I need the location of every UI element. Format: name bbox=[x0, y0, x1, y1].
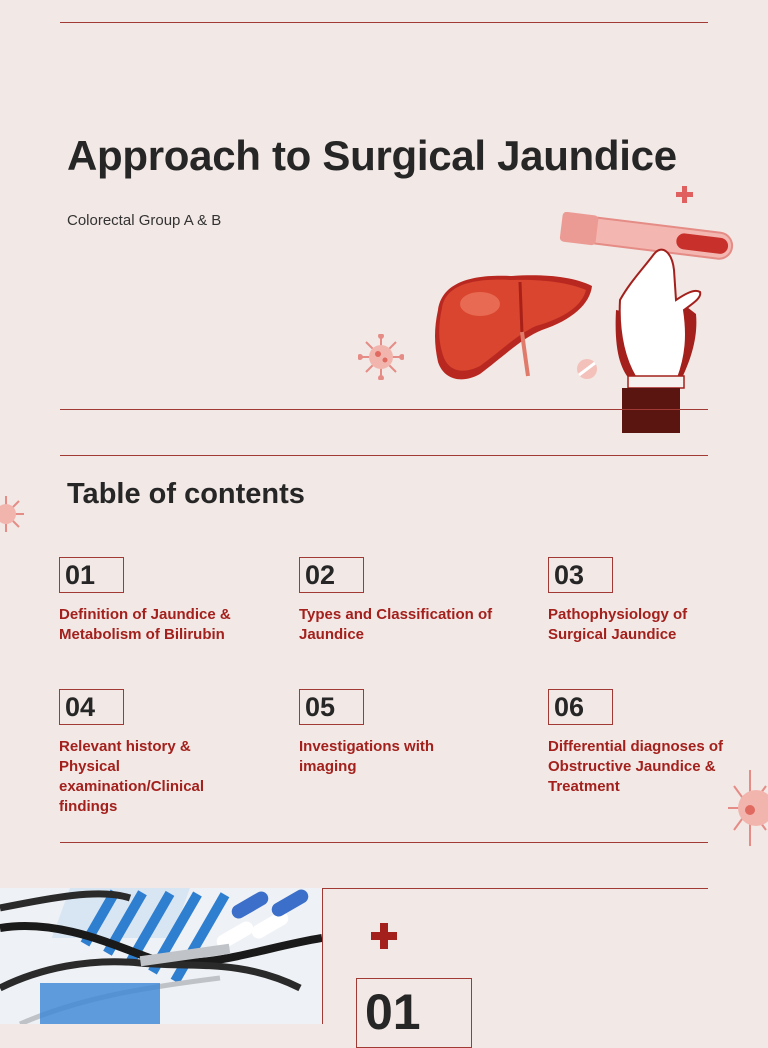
virus-icon bbox=[0, 496, 24, 532]
virus-icon bbox=[728, 770, 768, 846]
toc-item-label: Definition of Jaundice & Metabolism of B… bbox=[59, 606, 231, 643]
medical-cross-icon bbox=[676, 186, 693, 203]
liver-icon bbox=[435, 275, 592, 380]
toc-item-06[interactable]: 06 Differential diagnoses of Obstructive… bbox=[548, 689, 748, 797]
subtitle: Colorectal Group A & B bbox=[67, 212, 222, 229]
toc-item-02[interactable]: 02 Types and Classification of Jaundice bbox=[299, 557, 499, 645]
toc-heading: Table of contents bbox=[67, 478, 305, 510]
toc-item-03[interactable]: 03 Pathophysiology of Surgical Jaundice bbox=[548, 557, 748, 645]
toc-item-05[interactable]: 05 Investigations with imaging bbox=[299, 689, 499, 777]
toc-item-label: Differential diagnoses of Obstructive Ja… bbox=[548, 738, 724, 795]
slide1-bottom-divider bbox=[60, 409, 708, 410]
stethoscope-photo bbox=[0, 888, 322, 1024]
virus-icon bbox=[358, 334, 404, 380]
medical-cross-icon bbox=[371, 923, 397, 949]
slide2-bottom-divider bbox=[60, 842, 708, 843]
toc-item-label: Pathophysiology of Surgical Jaundice bbox=[548, 606, 688, 643]
section-number: 01 bbox=[356, 978, 472, 1048]
slide2-top-divider bbox=[60, 455, 708, 456]
toc-number: 01 bbox=[59, 557, 124, 593]
toc-number: 02 bbox=[299, 557, 364, 593]
toc-number: 06 bbox=[548, 689, 613, 725]
top-divider bbox=[60, 22, 708, 23]
pill-icon bbox=[577, 359, 597, 379]
page-title: Approach to Surgical Jaundice bbox=[67, 132, 677, 179]
slide3-top-divider bbox=[60, 888, 708, 889]
toc-number: 03 bbox=[548, 557, 613, 593]
test-tube-icon bbox=[559, 212, 734, 260]
toc-item-04[interactable]: 04 Relevant history & Physical examinati… bbox=[59, 689, 259, 817]
photo-separator bbox=[322, 888, 323, 1024]
toc-item-label: Relevant history & Physical examination/… bbox=[59, 738, 205, 815]
toc-item-label: Investigations with imaging bbox=[299, 738, 435, 775]
toc-number: 05 bbox=[299, 689, 364, 725]
gloved-hand-icon bbox=[615, 248, 702, 433]
toc-item-01[interactable]: 01 Definition of Jaundice & Metabolism o… bbox=[59, 557, 259, 645]
toc-item-label: Types and Classification of Jaundice bbox=[299, 606, 493, 643]
toc-number: 04 bbox=[59, 689, 124, 725]
